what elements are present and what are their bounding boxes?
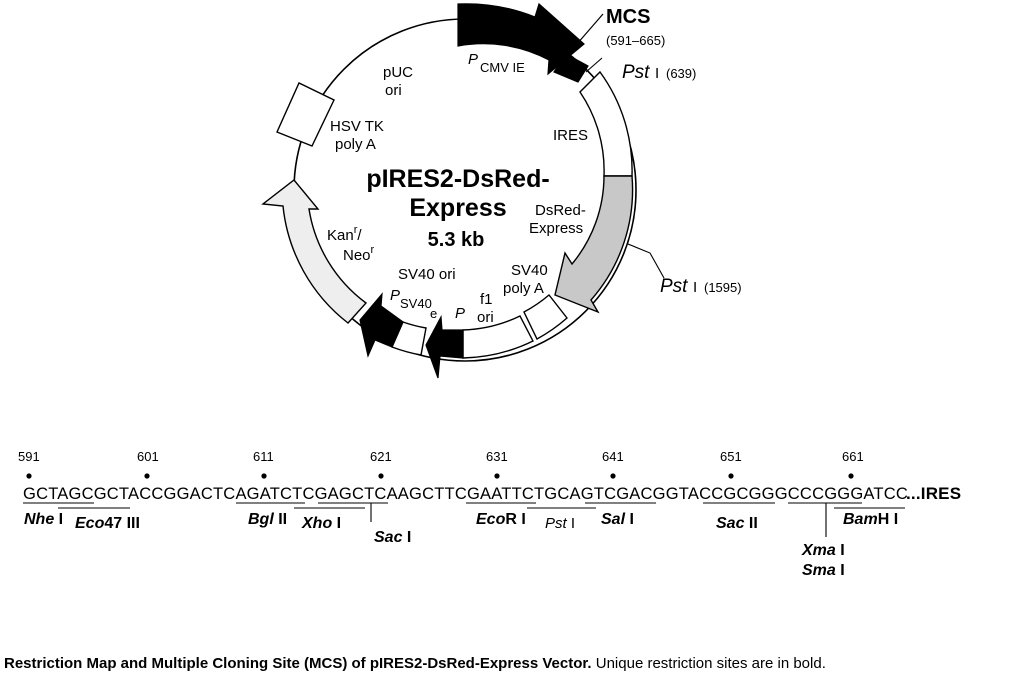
plasmid-name-2: Express (409, 194, 506, 222)
mcs-sequence-suffix: ...IRES (906, 484, 961, 503)
mcs-range: (591–665) (606, 33, 665, 48)
puc-ori-label-2: ori (385, 82, 402, 99)
psv40-subscript: SV40 (400, 296, 432, 311)
pst1-1595-roman: I (693, 279, 697, 296)
position-601: 601 (137, 449, 159, 464)
enzyme-bam: BamH I (843, 511, 898, 528)
p-label: P (455, 305, 465, 322)
ires-segment (579, 70, 633, 177)
enzyme-sac: Sac I (374, 529, 411, 546)
pcmv-ie-arrow (457, 2, 585, 76)
enzyme-eco47: Eco47 III (75, 515, 140, 532)
pst1-1595-name: Pst (660, 276, 688, 297)
psv40-promoter-arrow (359, 292, 404, 358)
plasmid-size: 5.3 kb (428, 229, 485, 251)
enzyme-bgl: Bgl II (248, 511, 287, 528)
dot-621 (378, 473, 384, 479)
f1-label-2: ori (477, 309, 494, 326)
hsv-tk-label-1: HSV TK (330, 118, 384, 135)
sv40-polya-segment (523, 293, 568, 340)
f1-label-1: f1 (480, 291, 493, 308)
p-promoter-arrow (425, 314, 464, 379)
dsred-label-2: Express (529, 220, 583, 237)
mcs-label: MCS (606, 6, 650, 28)
psv40-e-subscript: e (430, 306, 437, 321)
sv40-polya-label-2: poly A (503, 280, 544, 297)
dot-611 (261, 473, 267, 479)
mcs-block (553, 53, 589, 83)
dsred-express-segment (554, 175, 634, 314)
neo-label: Neor (343, 244, 375, 264)
psv40-p-label: P (390, 287, 400, 304)
mcs-callout-line (569, 13, 604, 53)
site-underlines (23, 502, 905, 509)
dot-601 (144, 473, 150, 479)
pcmv-p-label: P (468, 51, 478, 68)
dot-661 (848, 473, 854, 479)
position-621: 621 (370, 449, 392, 464)
plasmid-name-1: pIRES2-DsRed- (366, 165, 549, 193)
position-631: 631 (486, 449, 508, 464)
caption-normal: Unique restriction sites are in bold. (591, 655, 826, 672)
pst1-1595-callout (627, 243, 665, 279)
pst1-639-name: Pst (622, 62, 650, 83)
kan-neo-arrow (261, 179, 368, 324)
mcs-sequence: GCTAGCGCTACCGGACTCAGATCTCGAGCTCAAGCTTCGA… (23, 484, 908, 503)
pcmv-subscript: CMV IE (480, 60, 525, 75)
hsv-tk-polya-segment (276, 82, 335, 147)
position-641: 641 (602, 449, 624, 464)
pst1-1595-position: (1595) (704, 280, 742, 295)
figure-caption: Restriction Map and Multiple Cloning Sit… (4, 655, 826, 672)
enzyme-eco: EcoR I (476, 511, 526, 528)
enzyme-xho: Xho I (301, 515, 341, 532)
dot-631 (494, 473, 500, 479)
hsv-tk-label-2: poly A (335, 136, 376, 153)
pst1-639-callout (585, 57, 603, 73)
kan-label: Kanr/ (327, 224, 362, 244)
pst1-639-roman: I (655, 65, 659, 82)
pst1-639-position: (639) (666, 66, 696, 81)
enzyme-sal: Sal I (601, 511, 634, 528)
dot-641 (610, 473, 616, 479)
ires-label: IRES (553, 127, 588, 144)
dot-651 (728, 473, 734, 479)
enzyme-xma: Xma I (801, 542, 845, 559)
mcs-position-markers: 591 601 611 621 631 641 651 661 (18, 449, 864, 479)
dsred-label-1: DsRed- (535, 202, 586, 219)
caption-bold: Restriction Map and Multiple Cloning Sit… (4, 655, 592, 672)
position-661: 661 (842, 449, 864, 464)
position-591: 591 (18, 449, 40, 464)
enzyme-sac2: Sac II (716, 515, 758, 532)
sv40-ori-label: SV40 ori (398, 266, 456, 283)
sv40-polya-label-1: SV40 (511, 262, 548, 279)
puc-ori-label-1: pUC (383, 64, 413, 81)
position-611: 611 (253, 449, 274, 464)
enzyme-pst: Pst I (545, 515, 575, 532)
enzyme-nhe: Nhe I (24, 511, 63, 528)
dot-591 (26, 473, 32, 479)
enzyme-sma: Sma I (802, 562, 845, 579)
position-651: 651 (720, 449, 742, 464)
